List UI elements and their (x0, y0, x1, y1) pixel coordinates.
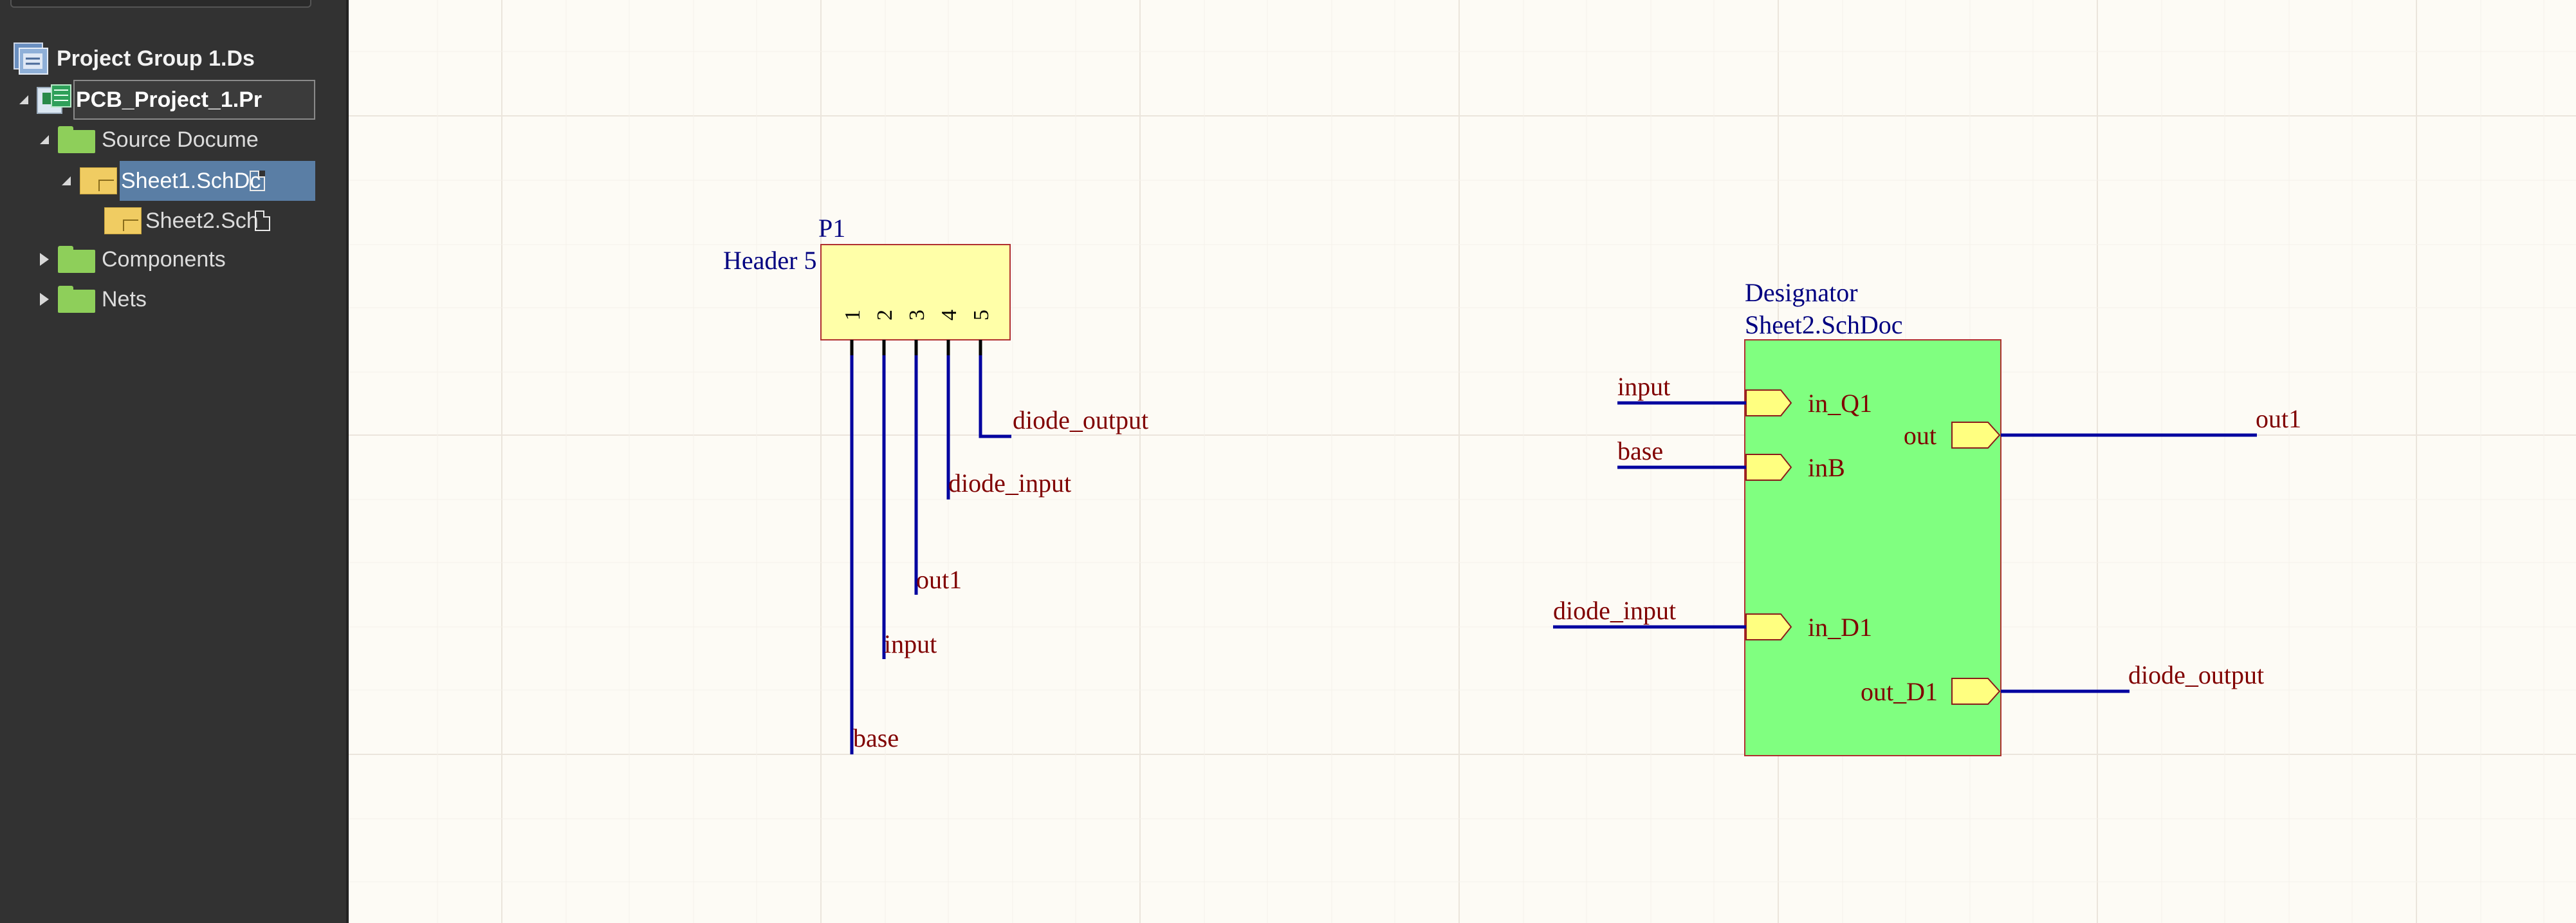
component-pins (850, 340, 982, 355)
grid (349, 0, 2576, 923)
component-body (820, 244, 1011, 340)
pin-number: 3 (905, 310, 929, 321)
sheet-entry-name: out (1904, 421, 1937, 450)
folder-icon (58, 126, 95, 153)
net-label: input (884, 629, 937, 658)
project-group-icon (13, 41, 53, 77)
sheet-entry-name: in_D1 (1808, 613, 1872, 642)
tree-item-components[interactable]: Components (40, 239, 226, 279)
tree-item-label: Sheet1.SchDc (121, 168, 261, 193)
pin-number: 2 (873, 310, 897, 321)
tree-item-label: Sheet2.Sch (145, 208, 259, 233)
sheet-filename: Sheet2.SchDoc (1745, 310, 1903, 339)
component-comment: Header 5 (723, 246, 816, 275)
net-label: diode_output (2128, 660, 2264, 689)
folder-icon (58, 246, 95, 273)
collapse-arrow-icon[interactable] (40, 293, 49, 306)
pin-numbers: 1 2 3 4 5 (841, 310, 993, 321)
sheet-entry-port (1745, 613, 1792, 640)
net-labels: base input out1 diode_input diode_output (853, 406, 1148, 752)
tree-item-project-group[interactable]: Project Group 1.Ds (13, 39, 255, 79)
sheet-designator: Designator (1745, 278, 1858, 307)
document-status-icon (255, 210, 270, 231)
project-focus-outline (73, 80, 315, 120)
header-component[interactable]: P1 Header 5 1 2 3 4 5 (723, 214, 1011, 355)
pin-number: 5 (970, 310, 993, 321)
tree-item-project[interactable]: PCB_Project_1.Pr (19, 80, 262, 120)
document-status-icon (250, 171, 265, 191)
sheet-symbol[interactable]: Designator Sheet2.SchDoc in_Q1 inB in_D1… (1744, 278, 2001, 756)
schematic-doc-icon (80, 167, 117, 194)
net-label: input (1617, 372, 1670, 401)
sheet-entry-name: inB (1808, 453, 1845, 482)
pcb-project-icon (35, 82, 73, 117)
tree-item-source-documents[interactable]: Source Docume (40, 120, 259, 160)
net-label: diode_input (1553, 596, 1676, 625)
tree-item-label: Components (102, 247, 226, 272)
tree-item-sheet1[interactable]: Sheet1.SchDc (62, 161, 265, 201)
sheet-entries[interactable] (1745, 389, 2001, 705)
net-label: base (853, 723, 899, 752)
tree-item-label: PCB_Project_1.Pr (76, 87, 262, 112)
sheet-wires[interactable] (1553, 401, 2257, 693)
panel-splitter[interactable] (346, 0, 349, 923)
schematic-doc-icon (104, 207, 142, 234)
sheet-net-labels: input base diode_input out1 diode_output (1553, 372, 2301, 689)
sheet-entry-name: out_D1 (1861, 677, 1938, 706)
tree-item-label: Nets (102, 286, 147, 312)
search-input[interactable] (10, 0, 311, 8)
net-label: diode_input (948, 469, 1071, 498)
expand-arrow-icon[interactable] (62, 176, 71, 185)
schematic-canvas[interactable]: P1 Header 5 1 2 3 4 5 base input out1 di… (349, 0, 2576, 923)
collapse-arrow-icon[interactable] (40, 253, 49, 266)
net-label: diode_output (1013, 406, 1148, 434)
sheet-entry-port (1745, 454, 1792, 481)
sheet-entry-port (1951, 422, 2001, 449)
sheet-entry-port (1951, 678, 2001, 705)
net-label: base (1617, 436, 1663, 465)
expand-arrow-icon[interactable] (19, 95, 28, 104)
pin-number: 1 (841, 310, 865, 321)
expand-arrow-icon[interactable] (40, 135, 49, 144)
component-designator: P1 (818, 214, 845, 243)
tree-item-label: Source Docume (102, 127, 259, 152)
tree-item-nets[interactable]: Nets (40, 279, 147, 319)
selection-highlight (120, 161, 315, 201)
wires[interactable] (850, 355, 1011, 754)
projects-panel: Project Group 1.Ds PCB_Project_1.Pr Sour… (0, 0, 346, 923)
net-label: out1 (2256, 404, 2301, 433)
folder-icon (58, 286, 95, 313)
sheet-entry-port (1745, 389, 1792, 416)
tree-item-label: Project Group 1.Ds (57, 46, 255, 71)
tree-item-sheet2[interactable]: Sheet2.Sch (104, 201, 270, 241)
sheet-entry-name: in_Q1 (1808, 389, 1872, 418)
net-label: out1 (916, 565, 962, 594)
sheet-entry-names: in_Q1 inB in_D1 out out_D1 (1808, 389, 1938, 706)
pin-number: 4 (937, 310, 961, 321)
